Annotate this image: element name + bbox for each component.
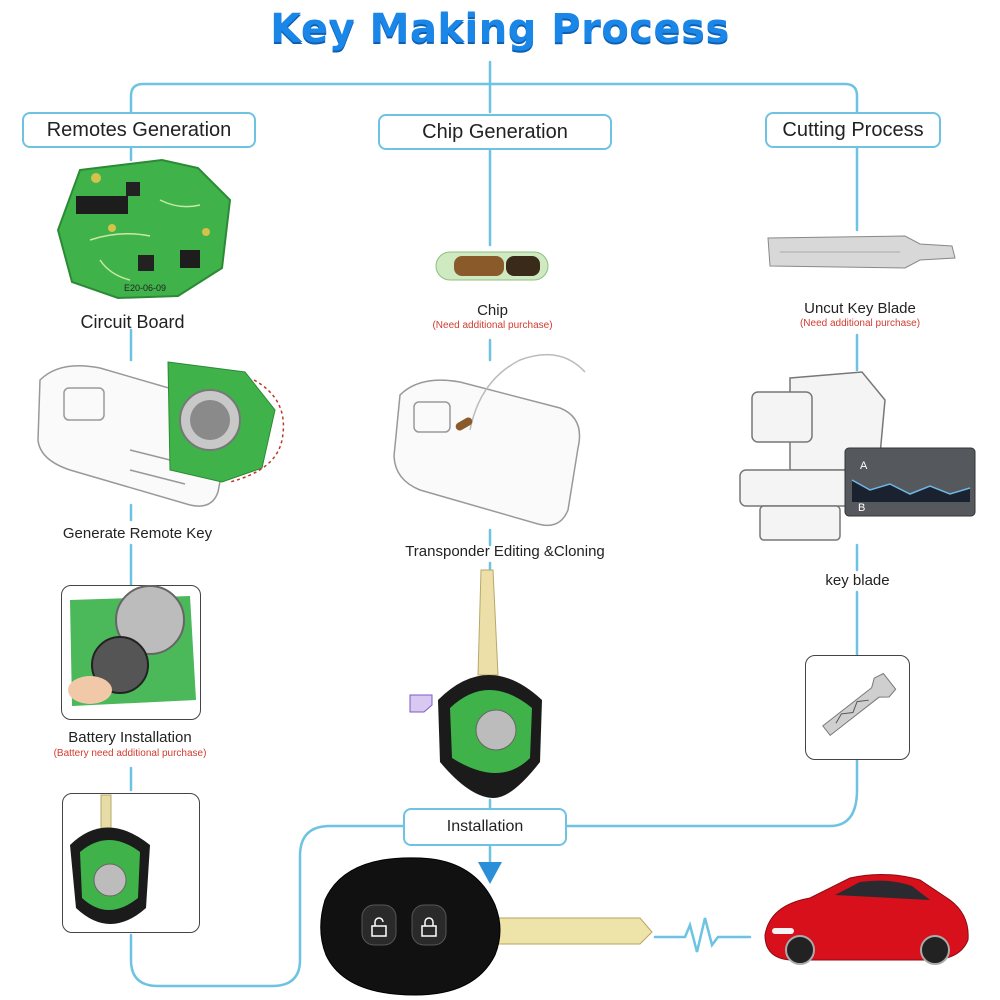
cut-blade-frame (805, 655, 910, 760)
finished-key-frame (62, 793, 200, 933)
remotes-generation-box: Remotes Generation (22, 112, 256, 148)
cutting-process-box: Cutting Process (765, 112, 941, 148)
board-print-text: E20-06-09 (124, 283, 167, 293)
arrow-down-icon (478, 862, 502, 884)
battery-note: (Battery need additional purchase) (53, 748, 207, 759)
battery-frame (61, 585, 201, 720)
blade-mark-a: A (860, 460, 868, 472)
page-title: Key Making Process (270, 6, 730, 52)
circuit-board-label: Circuit Board (80, 312, 185, 332)
blade-note: (Need additional purchase) (799, 318, 921, 329)
generate-remote-label: Generate Remote Key (62, 525, 213, 542)
chip-note: (Need additional purchase) (432, 320, 553, 331)
battery-label: Battery Installation (68, 729, 192, 746)
installation-box: Installation (403, 808, 567, 846)
uncut-blade-label: Uncut Key Blade (804, 300, 916, 317)
key-blade-label: key blade (825, 572, 890, 589)
chip-generation-box: Chip Generation (378, 114, 612, 150)
blade-mark-b: B (858, 502, 866, 514)
chip-label: Chip (477, 302, 508, 319)
transponder-label: Transponder Editing &Cloning (405, 543, 605, 560)
